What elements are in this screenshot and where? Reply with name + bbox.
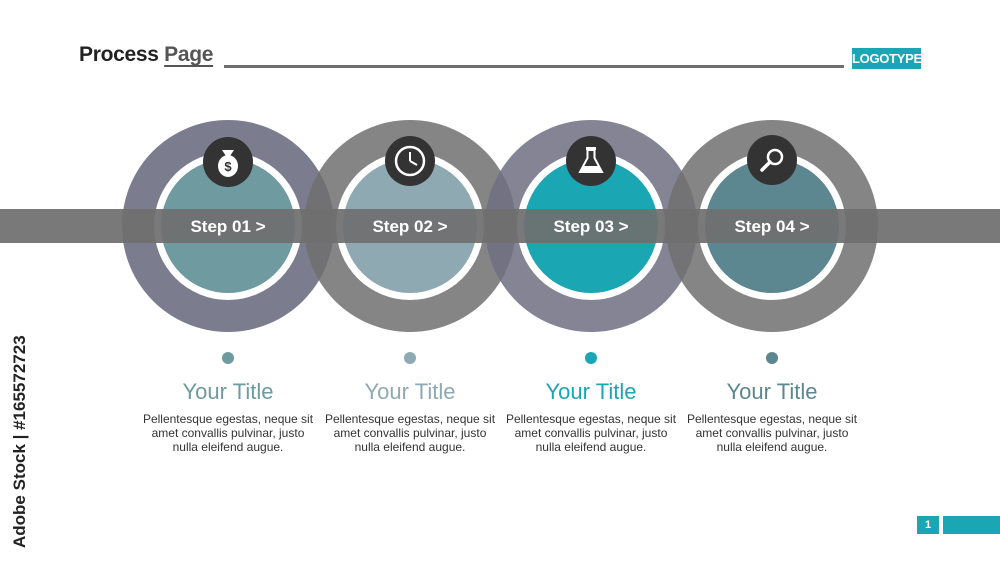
step-3-label: Step 03 > [553, 217, 628, 236]
page-title: Process Page [79, 43, 213, 67]
step-2-label: Step 02 > [372, 217, 447, 236]
flask-icon [566, 136, 616, 186]
step-4-title: Your Title [726, 379, 818, 404]
step-1-title: Your Title [182, 379, 274, 404]
stock-watermark: Adobe Stock | #165572723 [10, 335, 29, 548]
clock-icon [385, 136, 435, 186]
step-2-info: Your Title Pellentesque egestas, neque s… [320, 352, 500, 454]
magnifier-icon [747, 135, 797, 185]
step-4-text: Pellentesque egestas, neque sit amet con… [686, 412, 858, 454]
step-3-text: Pellentesque egestas, neque sit amet con… [505, 412, 677, 454]
step-1-dot [222, 352, 234, 364]
step-3-dot [585, 352, 597, 364]
step-4-info: Your Title Pellentesque egestas, neque s… [682, 352, 862, 454]
page-bar [943, 516, 1000, 534]
step-3-title: Your Title [545, 379, 637, 404]
step-2-title: Your Title [364, 379, 456, 404]
step-4-circle [666, 120, 878, 332]
logotype: LOGOTYPE [852, 48, 922, 69]
step-4-dot [766, 352, 778, 364]
step-2-text: Pellentesque egestas, neque sit amet con… [324, 412, 496, 454]
step-2-dot [404, 352, 416, 364]
step-1-text: Pellentesque egestas, neque sit amet con… [142, 412, 314, 454]
step-4-label: Step 04 > [734, 217, 809, 236]
step-band [0, 209, 1000, 243]
page-title-accent: Page [164, 43, 214, 66]
money-bag-icon: $ [203, 137, 253, 187]
svg-text:$: $ [224, 159, 232, 174]
header-divider [224, 65, 844, 68]
step-3-info: Your Title Pellentesque egestas, neque s… [501, 352, 681, 454]
step-1-label: Step 01 > [190, 217, 265, 236]
page-title-main: Process [79, 43, 165, 66]
page-number: 1 [917, 516, 939, 534]
step-1-info: Your Title Pellentesque egestas, neque s… [138, 352, 318, 454]
